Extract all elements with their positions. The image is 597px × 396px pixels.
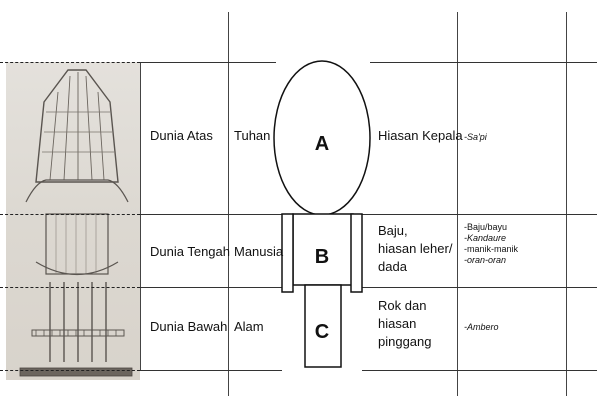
house-drawing [19,69,133,377]
grid-vline-1 [228,12,229,396]
ornament-line-3-1: Rok dan [378,298,427,313]
dashed-line-upper-middle [0,214,140,215]
grid-hline-bottom-right [362,370,597,371]
ornament-line-2-2: hiasan leher/ [378,241,453,256]
item-1-1: -Sa'pi [464,132,487,142]
world-label-1: Dunia Atas [150,128,213,143]
grid-vline-3 [566,12,567,396]
grid-hline-bottom [140,370,282,371]
item-2-1: -Baju/bayu [464,222,508,232]
being-label-3: Alam [234,319,264,334]
grid-hline-3-right [362,287,597,288]
ornament-line-3-3: pinggang [378,334,432,349]
grid-vline-4 [140,62,141,370]
world-label-2: Dunia Tengah [150,244,230,259]
ornament-line-2-3: dada [378,259,407,274]
tongkonan-house-sketch [6,62,140,380]
left-arm [281,213,294,293]
item-3-1: -Ambero [464,322,499,332]
symbol-c: C [314,321,330,343]
ornament-line-2-1: Baju, [378,223,408,238]
grid-hline-3 [140,287,282,288]
symbol-a: A [314,133,330,155]
grid-vline-2 [457,12,458,396]
grid-hline-2-right [362,214,597,215]
grid-hline-2 [140,214,282,215]
grid-hline-top-right [370,62,597,63]
dashed-line-bottom [0,370,140,371]
ornament-label-1: Hiasan Kepala [378,128,463,143]
being-label-1: Tuhan [234,128,271,143]
world-label-3: Dunia Bawah [150,319,228,334]
right-arm [350,213,363,293]
dashed-line-lower-middle [0,287,140,288]
grid-hline-top [140,62,276,63]
item-2-2: -Kandaure [464,233,507,243]
symbol-b: B [314,246,330,268]
being-label-2: Manusia [234,244,284,259]
ornament-line-3-2: hiasan [378,316,417,331]
dashed-line-top [0,62,140,63]
lower-box [304,284,342,368]
item-2-3: -manik-manik [464,244,519,254]
item-2-4: -oran-oran [464,255,507,265]
body-figure [273,60,371,368]
